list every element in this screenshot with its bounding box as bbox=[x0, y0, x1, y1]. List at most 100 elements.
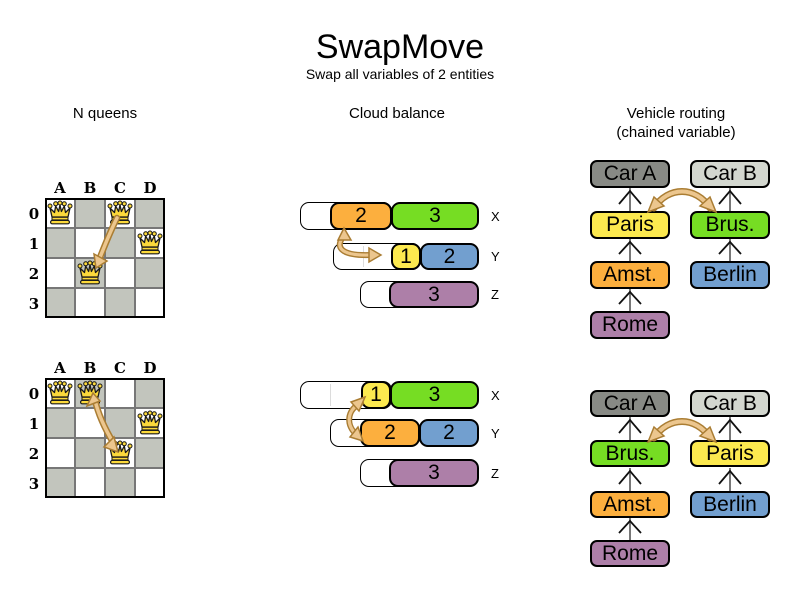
board-cell bbox=[135, 378, 165, 408]
visit-box: Brus. bbox=[690, 211, 770, 239]
process-value: 2 bbox=[355, 204, 367, 227]
chain-arrow-up-icon bbox=[618, 188, 642, 211]
process-block: 1 bbox=[391, 243, 421, 270]
swap-arrow bbox=[93, 214, 121, 270]
process-value: 3 bbox=[428, 383, 441, 406]
process-value: 2 bbox=[384, 421, 396, 444]
vehicle-box-label: Car B bbox=[703, 162, 757, 185]
visit-box: Rome bbox=[590, 540, 670, 567]
board-cell bbox=[105, 258, 135, 288]
process-block: 3 bbox=[389, 459, 479, 487]
board-col-label: C bbox=[114, 359, 126, 377]
queen-icon bbox=[47, 380, 73, 405]
board-cell bbox=[45, 258, 75, 288]
board-cell bbox=[45, 228, 75, 258]
board-cell bbox=[135, 198, 165, 228]
visit-box: Amst. bbox=[590, 491, 670, 518]
chain-arrow-up-icon bbox=[618, 417, 642, 440]
board-row-label: 1 bbox=[28, 235, 40, 253]
visit-box: Berlin bbox=[690, 261, 770, 289]
chain-arrow-up-icon bbox=[618, 518, 642, 540]
visit-box-label: Berlin bbox=[703, 263, 757, 286]
swap-arrow bbox=[346, 395, 367, 443]
visit-box-label: Amst. bbox=[603, 263, 657, 286]
process-value: 3 bbox=[428, 461, 440, 484]
visit-box: Paris bbox=[690, 440, 770, 467]
process-value: 1 bbox=[370, 383, 382, 406]
vehicle-box-label: Car B bbox=[703, 391, 757, 415]
board-cell bbox=[105, 288, 135, 318]
board-cell bbox=[45, 438, 75, 468]
queen-icon bbox=[137, 230, 163, 255]
computer-label: Z bbox=[491, 465, 499, 481]
chain-arrow-up-icon bbox=[618, 468, 642, 491]
board-cell bbox=[105, 378, 135, 408]
process-block: 1 bbox=[361, 381, 391, 409]
page-subtitle: Swap all variables of 2 entities bbox=[305, 66, 495, 82]
queen-icon bbox=[47, 200, 73, 225]
board-col-label: B bbox=[83, 179, 97, 197]
process-value: 3 bbox=[428, 282, 440, 306]
page-title: SwapMove bbox=[315, 28, 485, 66]
vehicle-box: Car B bbox=[690, 160, 770, 188]
board-cell bbox=[135, 438, 165, 468]
board-col-label: A bbox=[54, 179, 66, 197]
process-value: 1 bbox=[400, 244, 412, 268]
board-row-label: 2 bbox=[28, 445, 40, 463]
swap-arrow bbox=[646, 188, 718, 214]
visit-box-label: Paris bbox=[606, 213, 654, 236]
board-cell bbox=[45, 288, 75, 318]
computer-label: Z bbox=[491, 287, 499, 302]
computer-label: X bbox=[491, 387, 500, 403]
swap-arrow bbox=[85, 391, 120, 454]
visit-box-label: Paris bbox=[706, 441, 754, 465]
process-block: 2 bbox=[419, 419, 479, 447]
swap-arrow bbox=[646, 418, 718, 444]
board-cell bbox=[45, 408, 75, 438]
vehicle-box: Car B bbox=[690, 390, 770, 417]
board-row-label: 0 bbox=[28, 385, 40, 403]
board-col-label: D bbox=[143, 359, 157, 377]
chain-arrow-up-icon bbox=[618, 289, 642, 311]
visit-box-label: Rome bbox=[601, 541, 659, 565]
visit-box: Amst. bbox=[590, 261, 670, 289]
vehicle-section-subtitle: (chained variable) bbox=[616, 124, 736, 141]
board-row-label: 1 bbox=[28, 415, 40, 433]
computer-label: Y bbox=[491, 425, 500, 441]
board-cell bbox=[45, 468, 75, 498]
process-value: 2 bbox=[443, 244, 456, 268]
chain-arrow-up-icon bbox=[718, 417, 742, 440]
process-block: 3 bbox=[391, 202, 479, 230]
visit-box: Paris bbox=[590, 211, 670, 239]
box-divider bbox=[330, 384, 331, 406]
board-cell bbox=[75, 438, 105, 468]
computer-label: X bbox=[491, 208, 500, 224]
visit-box-label: Brus. bbox=[605, 441, 655, 465]
process-value: 2 bbox=[443, 421, 455, 444]
visit-box: Brus. bbox=[590, 440, 670, 467]
board-col-label: A bbox=[54, 359, 66, 377]
board-col-label: C bbox=[114, 179, 126, 197]
board-cell bbox=[75, 288, 105, 318]
computer-label: Y bbox=[491, 249, 500, 264]
process-block: 3 bbox=[389, 281, 479, 308]
cloud-section-title: Cloud balance bbox=[349, 105, 445, 122]
visit-box-label: Amst. bbox=[603, 492, 657, 516]
board-cell bbox=[75, 198, 105, 228]
process-block: 3 bbox=[390, 381, 479, 409]
vehicle-box-label: Car A bbox=[603, 162, 657, 185]
vehicle-box-label: Car A bbox=[603, 391, 657, 415]
vehicle-box: Car A bbox=[590, 160, 670, 188]
board-row-label: 0 bbox=[28, 205, 40, 223]
queen-icon bbox=[137, 410, 163, 435]
board-row-label: 3 bbox=[28, 475, 40, 493]
board-col-label: B bbox=[83, 359, 97, 377]
visit-box-label: Rome bbox=[601, 313, 659, 336]
process-value: 3 bbox=[429, 204, 441, 227]
board-col-label: D bbox=[143, 179, 157, 197]
board-cell bbox=[105, 468, 135, 498]
swap-arrow bbox=[336, 226, 383, 264]
vehicle-box: Car A bbox=[590, 390, 670, 417]
nqueens-section-title: N queens bbox=[72, 105, 138, 122]
